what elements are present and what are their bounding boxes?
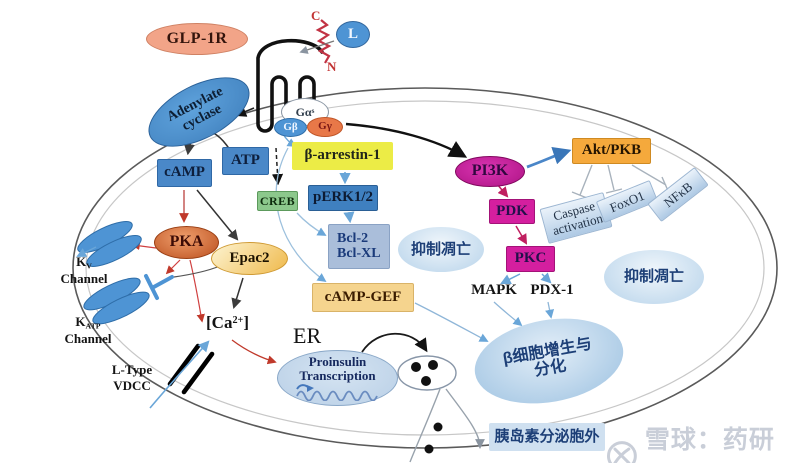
arrow-vdcc-to-ca <box>149 340 210 409</box>
arrow-pdx1-to-beta-cell <box>545 301 555 319</box>
insulin-vesicle-icon <box>397 355 457 391</box>
pka-node: PKA <box>154 226 219 259</box>
glp1r-node: GLP-1R <box>146 23 248 55</box>
creb-node: CREB <box>257 191 298 211</box>
insulin-secretion-label: 胰岛素分泌胞外 <box>489 423 605 451</box>
arrow-epac2-to-ca <box>231 277 244 310</box>
watermark-text: 雪球：药研网 <box>644 426 775 463</box>
inhibit-apoptosis-right-node: 抑制凋亡 <box>604 250 704 304</box>
atp-node: ATP <box>222 147 269 175</box>
arrow-ggamma-to-pi3k <box>345 122 468 158</box>
epac2-node: Epac2 <box>211 242 288 275</box>
katp-channel-icon <box>83 277 150 325</box>
c-terminus-label: C <box>311 8 321 23</box>
katp-channel-label: KATP Channel <box>64 314 112 346</box>
tbar-akt-foxo1 <box>605 164 623 194</box>
ligand-zigzag-icon <box>315 19 332 64</box>
arrow-to-camp-gef <box>275 147 327 283</box>
ltype-vdcc-icon <box>167 343 215 395</box>
arrow-ligand-to-receptor <box>299 40 335 54</box>
cell-membrane-inner <box>85 100 765 436</box>
g-gamma-node: Gγ <box>307 117 343 137</box>
secretion-path-left <box>409 388 441 463</box>
pdx1-label: PDX-1 <box>530 282 574 298</box>
pdk-node: PDK <box>489 199 535 224</box>
arrow-er-to-vesicle <box>361 332 428 353</box>
arrow-pka-to-ca <box>189 259 205 323</box>
secretion-path-right <box>445 388 485 449</box>
arrow-kv-efflux <box>76 246 97 257</box>
arrow-pdk-to-pkc <box>515 225 528 245</box>
tbar-katp-inhibition <box>144 274 174 300</box>
akt-pkb-node: Akt/PKB <box>572 138 651 164</box>
arrow-pi3k-to-akt <box>526 146 572 169</box>
pi3k-node: PI3K <box>455 156 525 187</box>
arrow-camp-gef-to-beta-cell <box>414 302 489 342</box>
calcium-label: [Ca2+] <box>206 313 250 332</box>
watermark: 雪球：药研网 <box>604 420 800 463</box>
arrow-pka-to-katp <box>165 259 181 275</box>
line-epac2-to-tbar <box>173 265 221 278</box>
arrow-perk-to-bcl <box>343 211 355 224</box>
er-label: ER <box>293 323 322 348</box>
inhibit-apoptosis-left-node: 抑制凋亡 <box>398 227 484 272</box>
arrow-ca-to-er <box>231 339 277 365</box>
arrow-camp-to-epac2 <box>196 189 239 241</box>
camp-gef-node: cAMP-GEF <box>312 283 414 312</box>
g-beta-node: Gβ <box>274 118 307 137</box>
glp1-receptor-7tm-icon <box>256 38 324 133</box>
mapk-label: MAPK <box>471 282 517 298</box>
tbar-akt-caspase <box>571 164 593 199</box>
perk-node: pERK1/2 <box>308 185 378 211</box>
ligand-node: L <box>336 21 370 48</box>
arrow-pkc-to-mapk <box>500 273 521 284</box>
pkc-node: PKC <box>506 246 555 272</box>
kv-channel-label: KV Channel <box>60 254 108 286</box>
secreted-insulin-dots <box>424 422 443 454</box>
arrow-mapk-to-beta-cell <box>493 301 523 327</box>
arrow-creb-to-bcl <box>296 212 327 236</box>
xueqiu-logo-icon <box>606 441 637 463</box>
proinsulin-transcription-node: Proinsulin Transcription <box>277 350 398 406</box>
arrow-pkc-to-pdx1 <box>540 272 552 284</box>
beta-arrestin-node: β-arrestin-1 <box>292 142 393 170</box>
n-terminus-label: N <box>327 59 337 74</box>
dna-squiggle-icon <box>295 383 378 401</box>
camp-node: cAMP <box>157 159 212 187</box>
